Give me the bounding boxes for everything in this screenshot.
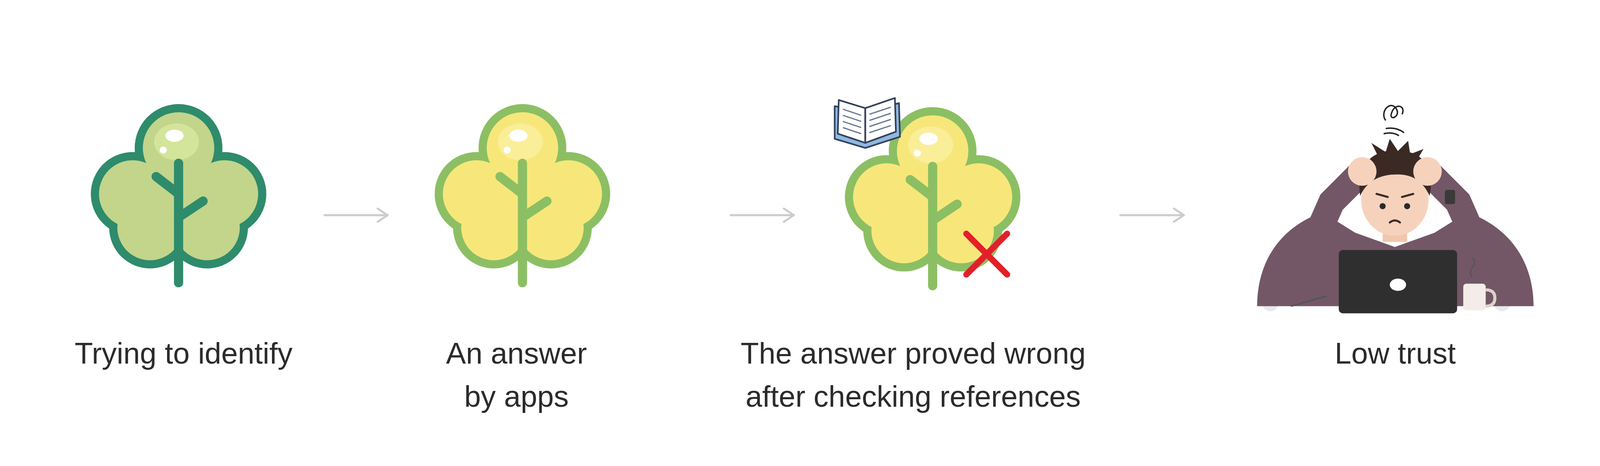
step-group: An answer by apps bbox=[387, 96, 731, 425]
tree-icon bbox=[434, 104, 611, 283]
cross-mark bbox=[966, 233, 1007, 275]
step-caption: Trying to identify bbox=[38, 331, 329, 375]
step-caption: An answer by apps bbox=[433, 331, 600, 418]
step-caption: Low trust bbox=[1270, 331, 1520, 375]
flow-arrow bbox=[1120, 214, 1184, 217]
step-group: Low trust bbox=[1183, 96, 1567, 425]
step-caption: The answer proved wrong after checking r… bbox=[730, 331, 1096, 418]
flow-arrow bbox=[324, 214, 388, 217]
person-illustration bbox=[1257, 105, 1534, 313]
step-group: The answer proved wrong after checking r… bbox=[793, 96, 1121, 425]
tree-icon bbox=[90, 104, 267, 283]
flow-arrow bbox=[730, 214, 794, 217]
step-group: Trying to identify bbox=[12, 96, 325, 425]
book-icon bbox=[834, 97, 901, 148]
